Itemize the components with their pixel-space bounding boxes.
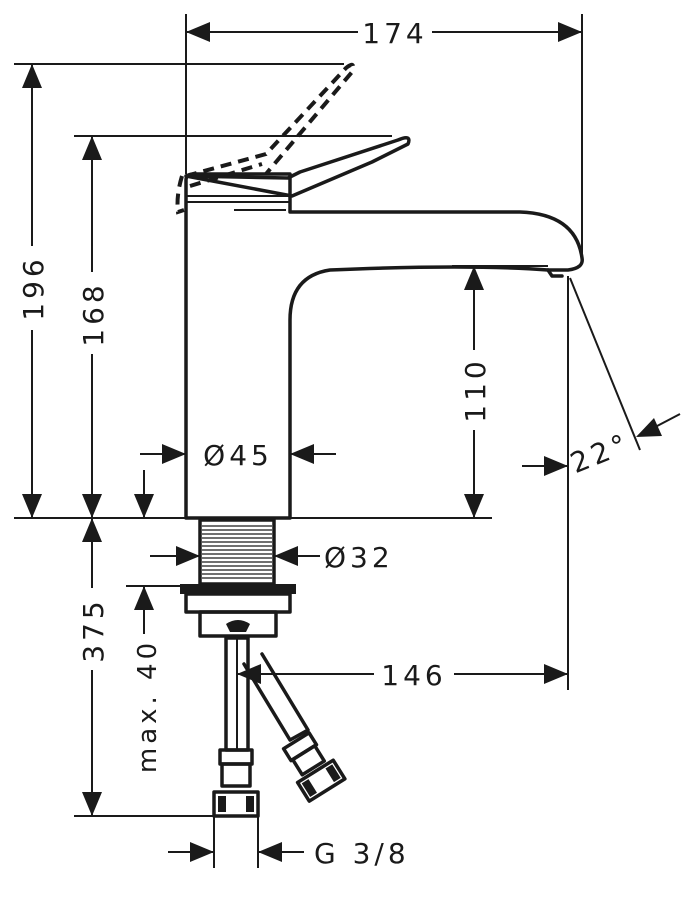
dim-spout-angle: 22° bbox=[522, 413, 681, 480]
dim-height-spout: 110 bbox=[459, 266, 492, 518]
supply-hoses bbox=[212, 636, 347, 818]
dim-thread-diameter: Ø32 bbox=[150, 541, 394, 574]
label-connection: G 3/8 bbox=[314, 837, 410, 870]
dim-width: 174 bbox=[186, 17, 582, 50]
label-spout-angle: 22° bbox=[566, 426, 636, 480]
lever-raised-dashed bbox=[175, 62, 356, 215]
label-max-thickness: max. 40 bbox=[133, 639, 163, 773]
label-width: 174 bbox=[362, 17, 427, 50]
label-thread-diameter: Ø32 bbox=[324, 541, 394, 574]
dim-connection: G 3/8 bbox=[168, 837, 410, 870]
label-height-spout: 110 bbox=[459, 357, 492, 422]
dim-max-thickness: max. 40 bbox=[133, 470, 163, 773]
dim-body-diameter: Ø45 bbox=[140, 439, 336, 472]
threaded-shank bbox=[180, 518, 296, 638]
label-body-diameter: Ø45 bbox=[203, 439, 273, 472]
dim-spout-reach: 146 bbox=[237, 659, 568, 692]
label-height-body: 168 bbox=[77, 281, 110, 346]
extension-lines bbox=[14, 14, 641, 868]
dim-below-deck: 375 bbox=[77, 518, 110, 816]
dim-height-max: 196 bbox=[17, 64, 50, 518]
label-below-deck: 375 bbox=[77, 597, 110, 662]
label-spout-reach: 146 bbox=[381, 659, 446, 692]
label-height-max: 196 bbox=[17, 255, 50, 320]
dim-height-body: 168 bbox=[77, 136, 110, 518]
